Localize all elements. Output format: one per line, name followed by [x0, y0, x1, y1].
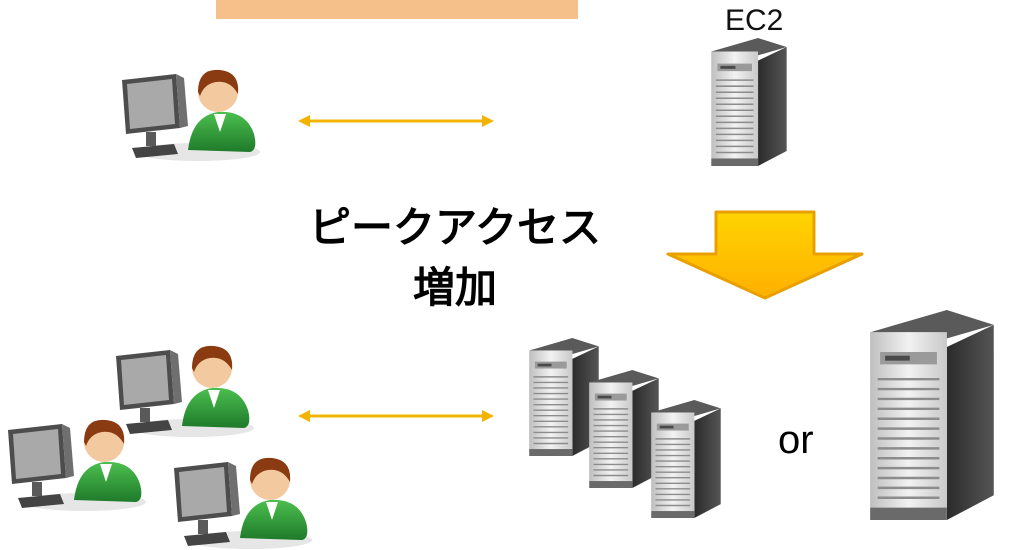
double-headed-arrow-icon — [298, 115, 494, 127]
header-bar — [216, 0, 578, 19]
server-tower-icon — [640, 400, 732, 518]
or-label: or — [778, 418, 814, 462]
down-arrow-icon — [666, 210, 864, 300]
server-tower-icon — [868, 310, 996, 520]
ec2-label: EC2 — [725, 4, 784, 37]
user-at-computer-icon — [118, 62, 268, 162]
user-at-computer-icon — [170, 450, 320, 550]
double-headed-arrow-icon — [298, 410, 494, 422]
peak-line-1: ピークアクセス — [309, 203, 601, 252]
peak-access-text: ピークアクセス 増加 — [280, 198, 630, 318]
peak-line-2: 増加 — [412, 263, 497, 312]
server-tower-icon — [702, 38, 796, 166]
user-at-computer-icon — [4, 412, 154, 512]
